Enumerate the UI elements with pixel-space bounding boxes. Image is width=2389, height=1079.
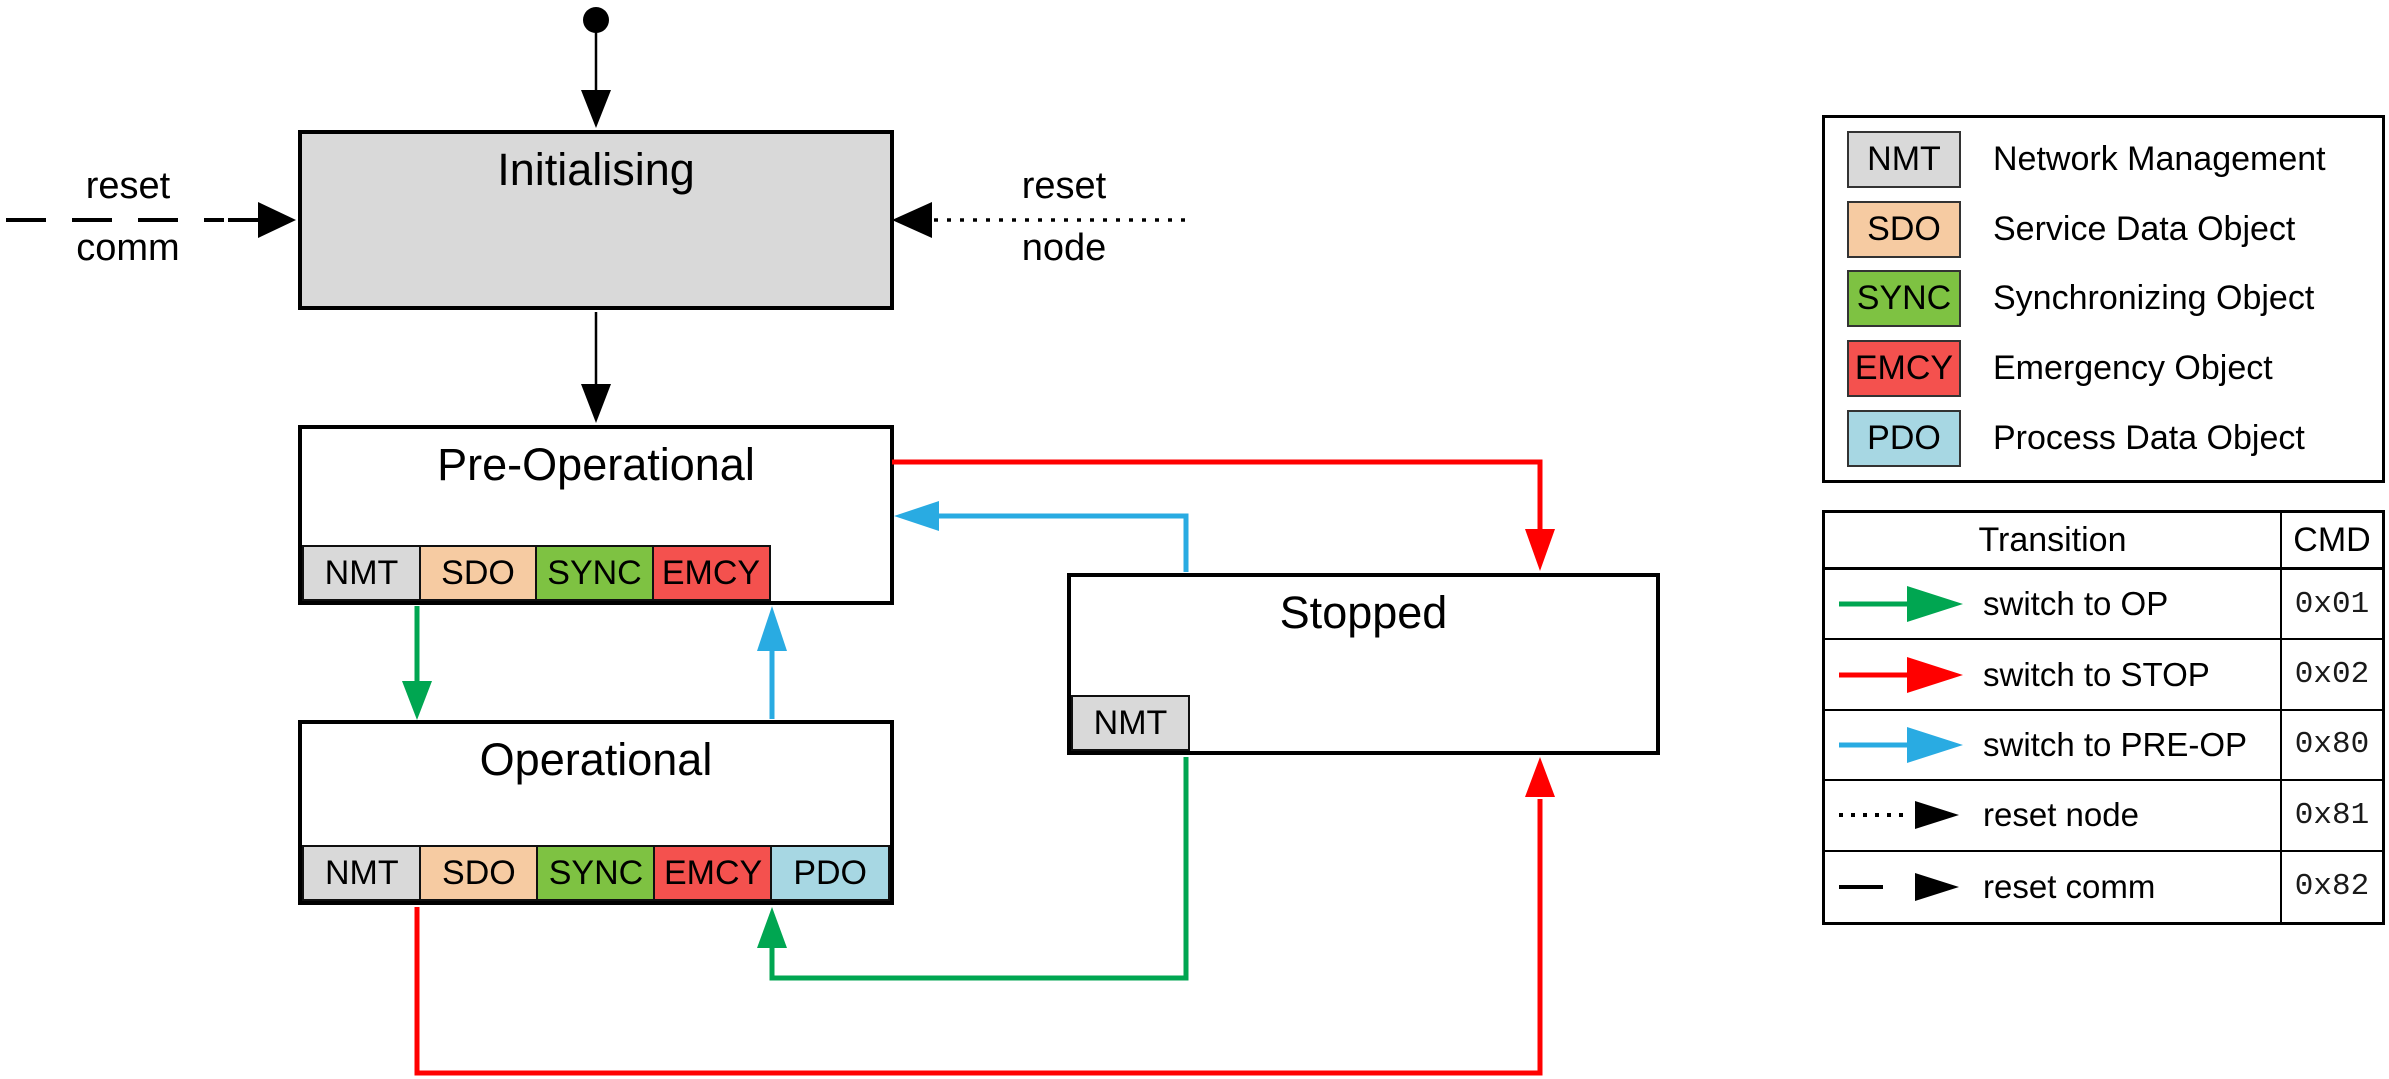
reset-comm-label-top: reset [85,165,171,207]
legend-label: Service Data Object [1993,209,2296,248]
legend-panel: NMT Network Management SDO Service Data … [1822,115,2385,483]
arrowhead-icon [757,606,787,651]
cmd-value: 0x01 [2280,570,2382,641]
legend-row-emcy: EMCY Emergency Object [1825,340,2382,398]
table-row-switch-to-op: switch to OP [1825,570,2280,641]
reset-comm-label-bottom: comm [76,227,180,269]
arrowhead-icon [581,90,611,128]
legend-row-nmt: NMT Network Management [1825,130,2382,188]
tab-sdo: SDO [418,545,538,601]
arrowhead-icon [402,681,432,720]
tab-nmt: NMT [302,845,422,901]
legend-row-sync: SYNC Synchronizing Object [1825,270,2382,328]
legend-label: Network Management [1993,139,2326,178]
stopped-to-preop-arrow-cyan [894,501,1189,572]
arrowhead-icon [1525,529,1555,571]
table-row-switch-to-stop: switch to STOP [1825,640,2280,711]
transition-label: reset node [1983,796,2139,834]
reset-node-label-bottom: node [1021,227,1107,269]
pre-operational-tabs: NMT SDO SYNC EMCY [302,545,771,601]
init-to-preop-arrow [581,312,611,423]
arrowhead-icon [581,384,611,423]
transition-label: switch to STOP [1983,655,2210,693]
green-arrow-icon [1839,586,1963,623]
dotted-arrow-icon [1839,801,1959,830]
initial-entry-arrow [581,7,611,128]
arrowhead-icon [258,202,296,238]
preop-to-op-arrow-green [402,606,432,720]
legend-label: Emergency Object [1993,349,2273,388]
arrowhead-icon [757,907,787,948]
legend-row-sdo: SDO Service Data Object [1825,200,2382,258]
stopped-tabs: NMT [1071,695,1190,751]
legend-label: Process Data Object [1993,419,2305,458]
legend-chip-pdo: PDO [1847,410,1961,468]
tab-sync: SYNC [535,545,654,601]
legend-chip-nmt: NMT [1847,130,1961,188]
transition-table-header-transition: Transition [1825,513,2280,570]
operational-tabs: NMT SDO SYNC EMCY PDO [302,845,890,901]
legend-label: Synchronizing Object [1993,279,2315,318]
dashed-arrow-icon [1839,872,1959,901]
table-row-reset-node: reset node [1825,781,2280,852]
state-pre-operational-title: Pre-Operational [437,439,755,490]
tab-nmt: NMT [302,545,421,601]
cmd-value: 0x02 [2280,640,2382,711]
state-pre-operational: Pre-Operational NMT SDO SYNC EMCY [298,425,894,605]
legend-chip-sync: SYNC [1847,270,1961,328]
tab-emcy: EMCY [653,845,773,901]
cmd-value: 0x81 [2280,781,2382,852]
state-operational-title: Operational [479,734,713,785]
red-arrow-icon [1839,656,1963,693]
cmd-value: 0x82 [2280,851,2382,922]
transition-label: switch to PRE-OP [1983,725,2248,763]
state-initialising-title: Initialising [497,144,695,195]
tab-nmt: NMT [1071,695,1190,751]
tab-pdo: PDO [770,845,890,901]
arrowhead-icon [892,202,932,238]
table-row-switch-to-preop: switch to PRE-OP [1825,711,2280,782]
initial-state-dot [583,7,609,33]
reset-node-label-top: reset [1021,165,1107,207]
transition-label: reset comm [1983,867,2156,905]
state-stopped: Stopped NMT [1067,573,1660,755]
cyan-arrow-icon [1839,726,1963,763]
legend-row-pdo: PDO Process Data Object [1825,410,2382,468]
transition-table: Transition CMD switch to OP 0x01 switch … [1822,510,2385,925]
state-stopped-title: Stopped [1279,587,1448,638]
table-row-reset-comm: reset comm [1825,852,2280,922]
cmd-value: 0x80 [2280,710,2382,782]
tab-sdo: SDO [419,845,539,901]
state-operational: Operational NMT SDO SYNC EMCY PDO [298,720,894,905]
tab-sync: SYNC [536,845,656,901]
arrowhead-icon [1525,757,1555,797]
transition-label: switch to OP [1983,585,2169,623]
state-initialising: Initialising [298,130,894,310]
op-to-preop-arrow-cyan [757,606,787,719]
tab-emcy: EMCY [651,545,771,601]
preop-to-stopped-arrow-red [892,459,1555,571]
legend-chip-sdo: SDO [1847,200,1961,258]
legend-chip-emcy: EMCY [1847,340,1961,398]
transition-table-header-cmd: CMD [2280,513,2382,570]
arrowhead-icon [894,501,939,531]
